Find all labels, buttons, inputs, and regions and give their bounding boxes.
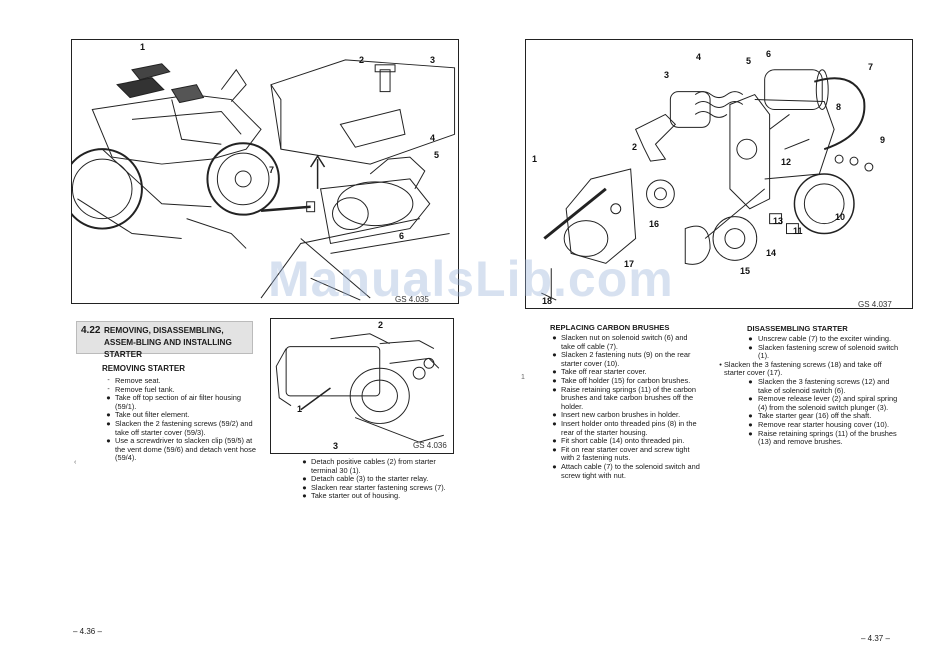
list-item: ●Insert holder onto threaded pins (8) in…: [552, 418, 697, 437]
list-item: ●Remove rear starter housing cover (10).: [748, 419, 890, 429]
removing-steps-continued: ●Detach positive cables (2) from starter…: [300, 457, 456, 501]
list-item: ●Raise retaining springs (11) of the car…: [552, 384, 697, 411]
callout-2: 2: [359, 55, 365, 65]
callout-r18: 18: [542, 296, 553, 306]
list-item: ●Slacken the 2 fastening screws (59/2) a…: [106, 418, 253, 437]
callout-r1: 1: [532, 154, 538, 164]
margin-mark: ‹: [74, 459, 77, 466]
callout-1: 1: [140, 42, 146, 52]
callout-5: 5: [434, 150, 440, 160]
section-title: REMOVING, DISASSEMBLING, ASSEM-BLING AND…: [104, 326, 232, 359]
callout-s1: 1: [297, 404, 303, 414]
figure-id-small: GS 4.036: [413, 441, 447, 450]
callout-r4: 4: [696, 52, 702, 62]
list-item: ●Detach cable (3) to the starter relay.: [302, 474, 429, 484]
figure-motorcycle-starter-location: [71, 39, 459, 304]
list-item: ●Use a screwdriver to slacken clip (59/5…: [106, 436, 256, 463]
section-header: 4.22 REMOVING, DISASSEMBLING, ASSEM-BLIN…: [76, 321, 253, 359]
callout-s2: 2: [378, 320, 384, 330]
callout-r2: 2: [632, 142, 638, 152]
list-item: ●Remove release lever (2) and spiral spr…: [748, 394, 898, 412]
callout-r7: 7: [868, 62, 874, 72]
disassembling-steps: ●Unscrew cable (7) to the exciter windin…: [716, 334, 900, 447]
callout-6: 6: [399, 231, 405, 241]
callout-r17: 17: [624, 259, 635, 269]
list-item: ●Take starter gear (16) off the shaft.: [748, 411, 872, 421]
callout-r3: 3: [664, 70, 670, 80]
list-item: ●Take out filter element.: [106, 410, 190, 420]
callout-r16: 16: [649, 219, 660, 229]
margin-mark: 1: [521, 374, 525, 381]
list-item: •Slacken the 3 fastening screws (18) and…: [719, 359, 882, 378]
figure-starter-cables: [270, 318, 454, 454]
list-item: -Remove seat.: [107, 376, 161, 385]
motorcycle-illustration: [72, 59, 456, 301]
list-item: ●Take off rear starter cover.: [552, 367, 647, 377]
page-number-right: – 4.37 –: [861, 634, 890, 643]
list-item: -Remove fuel tank.: [107, 384, 175, 394]
callout-r10: 10: [835, 212, 846, 222]
heading-removing-starter: REMOVING STARTER: [102, 364, 185, 373]
callout-r9: 9: [880, 135, 886, 145]
figure-id-right: GS 4.037: [858, 300, 892, 309]
list-item: ●Raise retaining springs (11) of the bru…: [748, 428, 897, 447]
list-item: ●Insert new carbon brushes in holder.: [552, 410, 681, 420]
figure-starter-exploded-view: [525, 39, 913, 309]
callout-r11: 11: [793, 226, 803, 236]
callout-s3: 3: [333, 441, 339, 451]
list-item: ●Fit short cable (14) onto threaded pin.: [552, 436, 685, 446]
callout-r5: 5: [746, 56, 752, 66]
removing-steps: -Remove seat. -Remove fuel tank. ●Take o…: [104, 376, 258, 463]
list-item: ●Take off holder (15) for carbon brushes…: [552, 375, 691, 385]
list-item: ●Slacken nut on solenoid switch (6) and …: [552, 333, 688, 351]
heading-disassembling-starter: DISASSEMBLING STARTER: [747, 324, 848, 333]
callout-3: 3: [430, 55, 436, 65]
callout-r13: 13: [773, 216, 784, 226]
list-item: ●Slacken rear starter fastening screws (…: [302, 482, 446, 492]
list-item: ●Attach cable (7) to the solenoid switch…: [552, 461, 700, 480]
brushes-steps: ●Slacken nut on solenoid switch (6) and …: [550, 333, 702, 480]
list-item: ●Take off top section of air filter hous…: [106, 393, 241, 411]
callout-r8: 8: [836, 102, 842, 112]
figure-id-left: GS 4.035: [395, 295, 429, 304]
list-item: ●Slacken fastening screw of solenoid swi…: [748, 342, 899, 361]
list-item: ●Slacken 2 fastening nuts (9) on the rea…: [552, 350, 691, 368]
starter-cables-illustration: [275, 333, 444, 443]
callout-r6: 6: [766, 49, 772, 59]
section-number: 4.22: [81, 325, 101, 336]
callout-7: 7: [269, 165, 275, 175]
watermark: ManualsLib.com: [268, 251, 674, 307]
list-item: ●Unscrew cable (7) to the exciter windin…: [748, 334, 892, 343]
heading-replacing-carbon-brushes: REPLACING CARBON BRUSHES: [550, 323, 670, 332]
list-item: ●Take starter out of housing.: [302, 491, 401, 501]
starter-exploded-illustration: [541, 69, 874, 301]
list-item: ●Detach positive cables (2) from starter…: [302, 457, 436, 475]
callout-r14: 14: [766, 248, 777, 258]
page-number-left: – 4.36 –: [73, 627, 102, 636]
list-item: ●Fit on rear starter cover and screw tig…: [552, 444, 690, 463]
callout-r15: 15: [740, 266, 751, 276]
list-item: ●Slacken the 3 fastening screws (12) and…: [748, 376, 890, 395]
callout-4: 4: [430, 133, 436, 143]
callout-r12: 12: [781, 157, 792, 167]
